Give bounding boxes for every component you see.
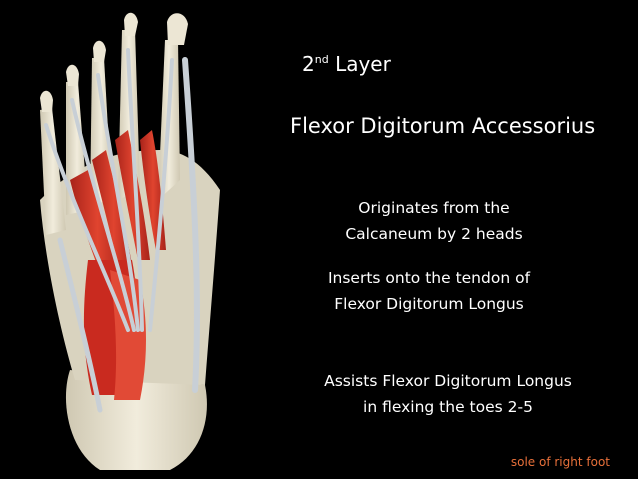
origin-line-2: Calcaneum by 2 heads bbox=[345, 225, 523, 243]
layer-number: 2 bbox=[302, 52, 315, 76]
image-caption: sole of right foot bbox=[510, 455, 610, 469]
insertion-text: Inserts onto the tendon of Flexor Digito… bbox=[302, 265, 556, 317]
layer-heading: 2nd Layer bbox=[302, 52, 391, 76]
layer-suffix: nd bbox=[314, 53, 329, 66]
insertion-line-1: Inserts onto the tendon of bbox=[327, 269, 531, 287]
insertion-line-2: Flexor Digitorum Longus bbox=[334, 295, 524, 313]
action-text: Assists Flexor Digitorum Longus in flexi… bbox=[300, 368, 596, 420]
tendons bbox=[44, 48, 200, 413]
origin-line-1: Originates from the bbox=[358, 199, 510, 217]
action-line-2: in flexing the toes 2-5 bbox=[363, 398, 533, 416]
layer-word: Layer bbox=[335, 52, 391, 76]
action-line-1: Assists Flexor Digitorum Longus bbox=[324, 372, 572, 390]
foot-anatomy-illustration bbox=[40, 12, 220, 470]
origin-text: Originates from the Calcaneum by 2 heads bbox=[318, 195, 550, 247]
muscle-title: Flexor Digitorum Accessorius bbox=[290, 114, 596, 138]
